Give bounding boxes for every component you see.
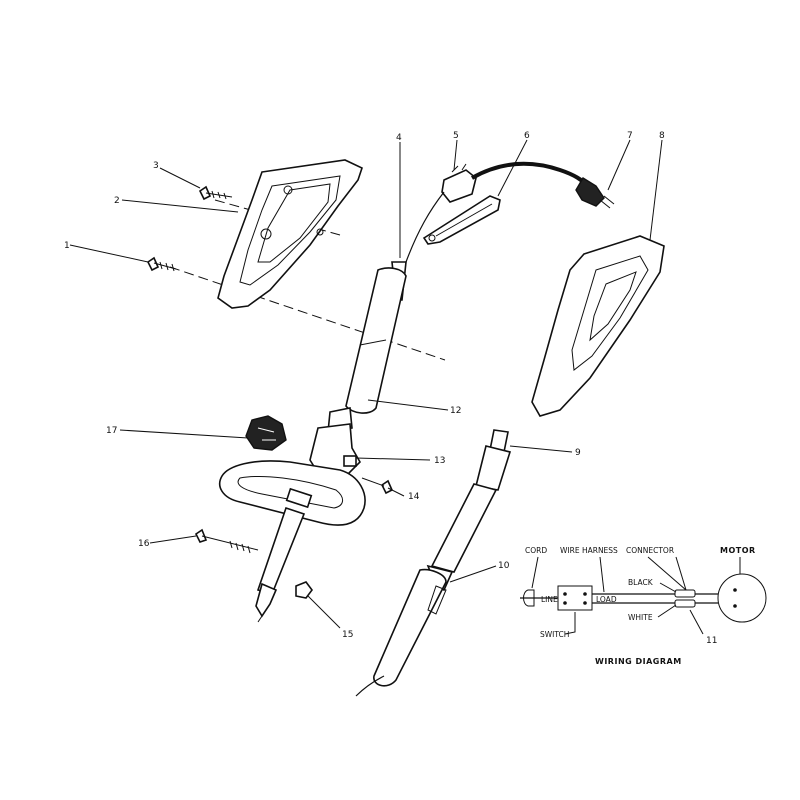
adjustment-knob-part-17 bbox=[245, 415, 287, 451]
wiring-label-line: LINE bbox=[541, 595, 558, 604]
callout-9: 9 bbox=[575, 448, 581, 458]
callout-10: 10 bbox=[498, 561, 510, 571]
callout-11: 11 bbox=[706, 636, 717, 646]
wiring-label-black: BLACK bbox=[628, 578, 654, 587]
callout-15: 15 bbox=[342, 630, 353, 640]
callout-13: 13 bbox=[434, 456, 445, 466]
bolt-part-14 bbox=[361, 477, 394, 495]
left-housing-half bbox=[217, 159, 363, 309]
callout-14: 14 bbox=[408, 492, 420, 502]
callout-2: 2 bbox=[114, 196, 120, 206]
lower-shaft bbox=[255, 506, 306, 623]
leader-lines bbox=[69, 139, 663, 629]
screw-part-3 bbox=[198, 185, 233, 201]
right-housing-half-part-8 bbox=[531, 235, 665, 417]
callout-5: 5 bbox=[453, 131, 459, 141]
callout-1: 1 bbox=[64, 241, 70, 251]
callout-3: 3 bbox=[153, 161, 159, 171]
screw-part-1 bbox=[146, 256, 177, 272]
switch-part-5 bbox=[441, 163, 477, 203]
handle-assembly-part-13 bbox=[218, 407, 366, 526]
wiring-label-wire-harness: WIRE HARNESS bbox=[560, 546, 618, 555]
callout-17: 17 bbox=[106, 426, 117, 436]
wiring-label-connector: CONNECTOR bbox=[626, 546, 674, 555]
wiring-label-switch: SWITCH bbox=[540, 630, 569, 639]
callout-7: 7 bbox=[627, 131, 633, 141]
cord-plug-icon bbox=[523, 589, 535, 607]
wiring-label-white: WHITE bbox=[628, 613, 653, 622]
callout-6: 6 bbox=[524, 131, 530, 141]
callout-8: 8 bbox=[659, 131, 665, 141]
wiring-label-motor: MOTOR bbox=[720, 546, 756, 555]
wiring-diagram-title: WIRING DIAGRAM bbox=[595, 657, 682, 666]
nut-part-15 bbox=[295, 581, 313, 599]
motor-housing-part-10 bbox=[355, 564, 454, 697]
connector-black bbox=[674, 589, 696, 598]
wiring-label-cord: CORD bbox=[525, 546, 547, 555]
connector-white bbox=[674, 599, 696, 608]
callout-numbers: 1 2 3 4 5 6 7 8 9 10 11 12 13 14 15 16 1… bbox=[64, 131, 717, 646]
upper-tube-part-4 bbox=[345, 261, 407, 414]
wiring-diagram: CORD WIRE HARNESS CONNECTOR MOTOR LINE L… bbox=[520, 546, 767, 666]
wiring-label-load: LOAD bbox=[596, 595, 617, 604]
alignment-line-screw-1 bbox=[169, 266, 446, 361]
callout-12: 12 bbox=[450, 406, 461, 416]
power-cord-part-7 bbox=[405, 161, 615, 263]
lower-tube-part-9 bbox=[430, 429, 512, 573]
callout-16: 16 bbox=[138, 539, 150, 549]
switch-box bbox=[557, 585, 593, 611]
callout-4: 4 bbox=[396, 133, 402, 143]
bolt-part-16 bbox=[194, 528, 259, 554]
motor-icon bbox=[717, 573, 767, 623]
switch-bracket-part-6 bbox=[422, 195, 501, 245]
